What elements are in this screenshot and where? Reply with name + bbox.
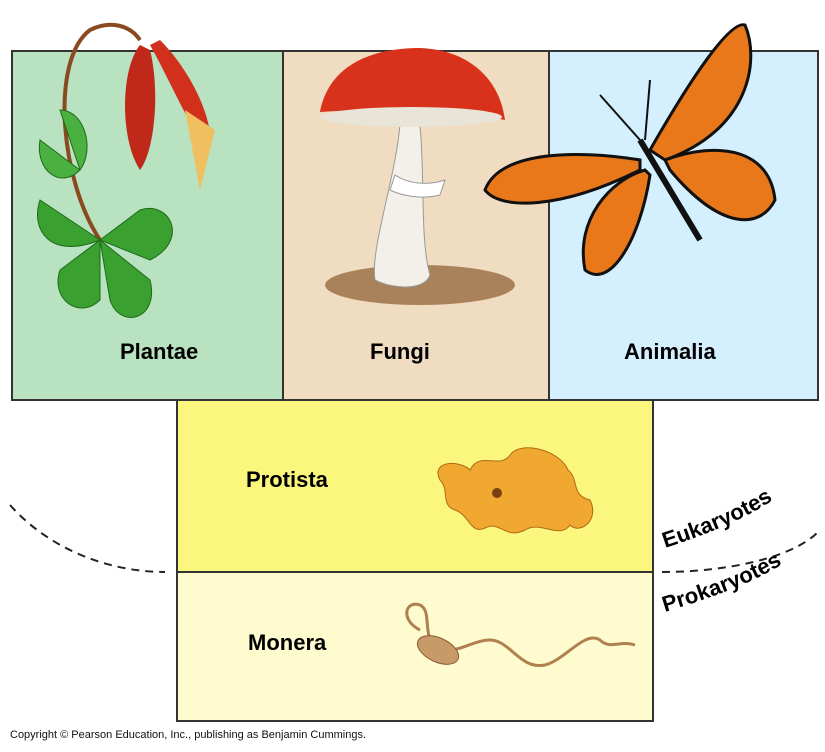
right-divider-arc bbox=[661, 531, 819, 573]
mushroom-illustration bbox=[320, 48, 515, 305]
eukaryotes-label: Eukaryotes bbox=[659, 483, 776, 553]
left-divider-arc bbox=[9, 504, 166, 573]
copyright-notice: Copyright © Pearson Education, Inc., pub… bbox=[10, 729, 367, 741]
prokaryotes-label: Prokaryotes bbox=[659, 547, 785, 617]
amoeba-illustration bbox=[437, 447, 593, 534]
plantae-label: Plantae bbox=[120, 339, 199, 364]
plant-illustration bbox=[37, 22, 215, 318]
bacterium-illustration bbox=[405, 602, 636, 667]
butterfly-illustration bbox=[483, 23, 777, 276]
protista-label: Protista bbox=[246, 467, 328, 492]
animalia-label: Animalia bbox=[624, 339, 716, 364]
monera-label: Monera bbox=[248, 630, 327, 655]
fungi-label: Fungi bbox=[370, 339, 430, 364]
